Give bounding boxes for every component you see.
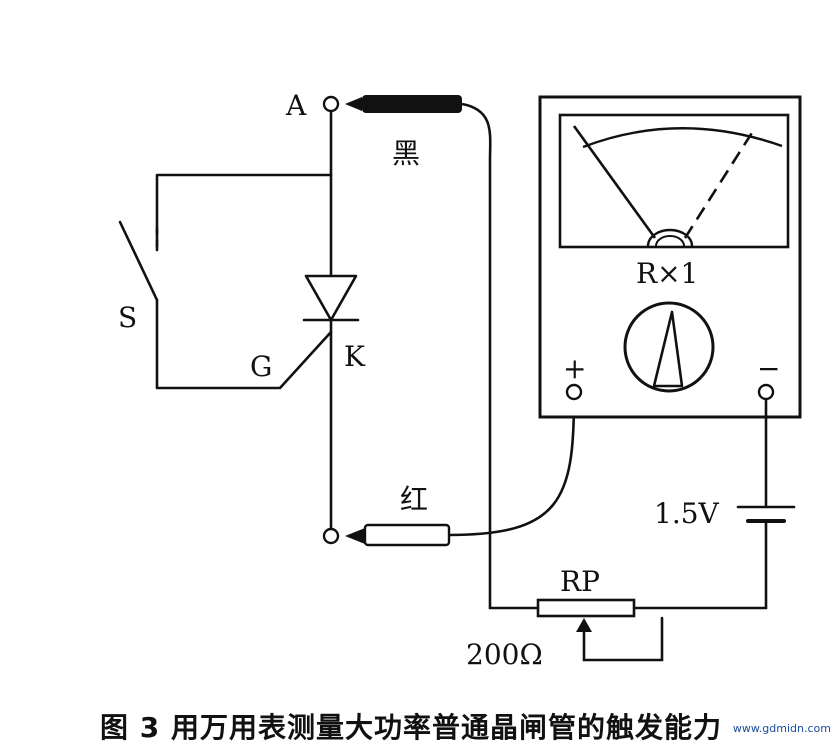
rp-resistor — [536, 598, 636, 618]
label-rp-value: 200Ω — [466, 638, 543, 671]
label-s: S — [118, 301, 138, 334]
label-rp: RP — [560, 565, 600, 598]
thyristor-symbol — [304, 274, 358, 322]
meter-pivot — [646, 228, 694, 247]
label-range: R×1 — [636, 257, 699, 290]
label-black: 黑 — [392, 137, 421, 170]
label-k: K — [344, 340, 365, 373]
wire-switch-top — [155, 173, 333, 252]
range-knob-pointer — [652, 310, 684, 388]
switch-lever — [118, 220, 159, 302]
jack-plus — [565, 383, 583, 401]
meter-scale-arc — [582, 127, 783, 149]
label-red: 红 — [400, 483, 429, 516]
terminal-k — [322, 527, 340, 545]
label-g: G — [250, 350, 273, 383]
jack-minus — [757, 383, 775, 401]
figure-caption: 图 3 用万用表测量大功率普通晶闸管的触发能力 — [100, 711, 722, 744]
label-a: A — [286, 89, 307, 122]
probe-red — [345, 397, 576, 547]
rp-wiper-arrow — [576, 618, 592, 632]
label-battery: 1.5V — [654, 497, 719, 530]
label-minus: − — [757, 352, 781, 385]
terminal-a — [322, 95, 340, 113]
meter-needle — [572, 125, 657, 239]
probe-black — [345, 95, 538, 610]
wire-rp-wiper — [582, 616, 664, 662]
multimeter — [538, 95, 802, 419]
label-plus: + — [563, 352, 587, 385]
wire-battery-rp — [632, 519, 768, 610]
watermark: www.gdmidn.com — [732, 722, 831, 735]
wire-switch-bottom — [155, 298, 333, 390]
